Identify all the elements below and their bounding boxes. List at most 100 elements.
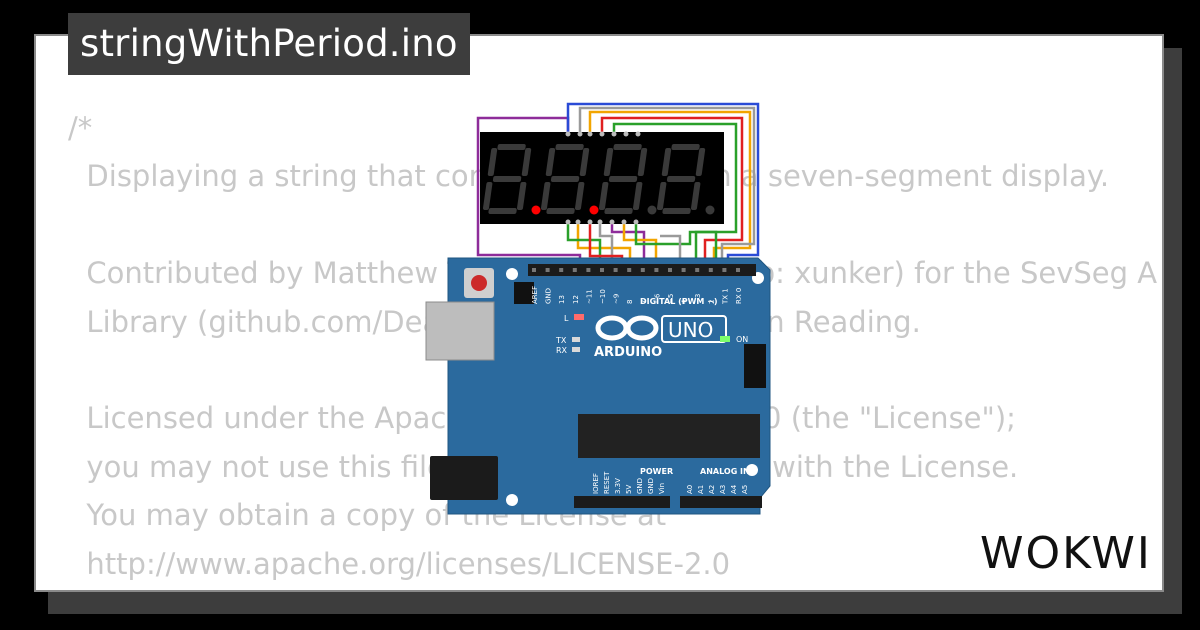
power-header — [574, 496, 670, 508]
digital-label: DIGITAL (PWM ~) — [640, 297, 718, 306]
header-pin[interactable] — [586, 268, 591, 272]
usb-port — [425, 301, 495, 361]
file-title-tab[interactable]: stringWithPeriod.ino — [68, 13, 470, 75]
reset-button-cap[interactable] — [471, 275, 487, 291]
segment — [598, 182, 609, 210]
decimal-point — [705, 205, 715, 215]
header-pin[interactable] — [572, 268, 577, 272]
pin-label: 13 — [558, 295, 566, 304]
mount-hole — [506, 494, 518, 506]
segment — [671, 144, 700, 150]
wire-orange-bot2 — [622, 220, 658, 268]
pin-label: A3 — [719, 485, 727, 494]
segment — [487, 148, 498, 176]
pin-label: IOREF — [592, 473, 600, 494]
atmega-chip — [578, 414, 760, 458]
header-pin[interactable] — [722, 268, 727, 272]
header-pin[interactable] — [545, 268, 550, 272]
pin-label: 7 — [640, 300, 648, 304]
header-pin[interactable] — [613, 268, 618, 272]
header-pin[interactable] — [695, 268, 700, 272]
wire-gray-bot — [598, 220, 614, 268]
display-digits — [482, 144, 715, 215]
segment — [666, 176, 696, 182]
rx-led-label: RX — [556, 346, 568, 355]
pin-label: ~3 — [694, 294, 702, 304]
tx-led — [572, 337, 580, 342]
pin-label: 8 — [626, 300, 634, 304]
pin-label: 4 — [681, 299, 689, 304]
on-led-label: ON — [736, 335, 748, 344]
pin-label: GND — [647, 478, 655, 494]
pin-label: 3.3V — [614, 478, 622, 494]
pin-label: ~9 — [613, 294, 621, 304]
segment — [608, 176, 638, 182]
power-label: POWER — [640, 467, 673, 476]
segment — [661, 148, 672, 176]
segment — [540, 182, 551, 210]
wire-blue — [566, 102, 760, 268]
digit — [540, 144, 590, 214]
pin-label: TX 1 — [721, 288, 729, 305]
wire-gray-top — [578, 106, 756, 268]
rx-led — [572, 347, 580, 352]
pin-label: 12 — [572, 295, 580, 304]
power-jack — [430, 456, 498, 500]
decimal-point — [647, 205, 657, 215]
pin-label: Vin — [658, 483, 666, 494]
tx-led-label: TX — [555, 336, 567, 345]
pin-label: RX 0 — [735, 288, 743, 304]
segment — [637, 148, 648, 176]
segment — [632, 182, 643, 210]
header-pin[interactable] — [600, 268, 604, 272]
pin-label: GND — [545, 288, 553, 304]
segment — [516, 182, 527, 210]
pin-label: 2 — [708, 300, 716, 304]
digit — [656, 144, 706, 214]
segment — [613, 144, 642, 150]
display-pins-top — [565, 131, 641, 137]
wire-green-bot — [566, 220, 602, 268]
wire-red-top — [600, 116, 744, 268]
header-pin[interactable] — [559, 268, 564, 272]
wire-orange-top — [588, 110, 752, 268]
pin-label: AREF — [531, 286, 539, 304]
pin-label: A1 — [697, 485, 705, 494]
pin-label: ~10 — [599, 289, 607, 304]
board-logo-text: ARDUINO — [594, 345, 662, 360]
wire-green-top — [612, 122, 738, 268]
display-pins-bottom — [565, 219, 639, 225]
code-line: http://www.apache.org/licenses/LICENSE-2… — [68, 546, 731, 581]
header-pin[interactable] — [681, 268, 686, 272]
pin-label: A5 — [741, 485, 749, 494]
on-led — [720, 336, 730, 342]
header-pin[interactable] — [736, 268, 740, 272]
arduino-uno-board[interactable]: ARDUINO UNO ON L TX RX DIGITAL (PWM ~) P… — [425, 257, 771, 515]
segment — [492, 176, 522, 182]
header-pin[interactable] — [627, 268, 632, 272]
segment — [482, 182, 493, 210]
header-pin[interactable] — [532, 268, 536, 272]
analog-label: ANALOG IN — [700, 467, 750, 476]
segment — [545, 148, 556, 176]
header-pin[interactable] — [654, 268, 659, 272]
seven-segment-display[interactable] — [480, 131, 724, 225]
decimal-point — [589, 205, 599, 215]
header-pin[interactable] — [708, 268, 713, 272]
header-pin[interactable] — [640, 268, 645, 272]
icsp-header — [514, 282, 766, 388]
code-line: /* — [68, 111, 93, 145]
wire-purple-bot — [610, 220, 646, 268]
segment — [656, 182, 667, 210]
board-model-text: UNO — [668, 318, 713, 342]
header-pin[interactable] — [668, 268, 672, 272]
wire-gray-bot2 — [660, 234, 682, 268]
decimal-point — [531, 205, 541, 215]
segment — [550, 176, 580, 182]
segment — [488, 208, 517, 214]
segment — [521, 148, 532, 176]
digit — [598, 144, 648, 214]
segment — [603, 148, 614, 176]
